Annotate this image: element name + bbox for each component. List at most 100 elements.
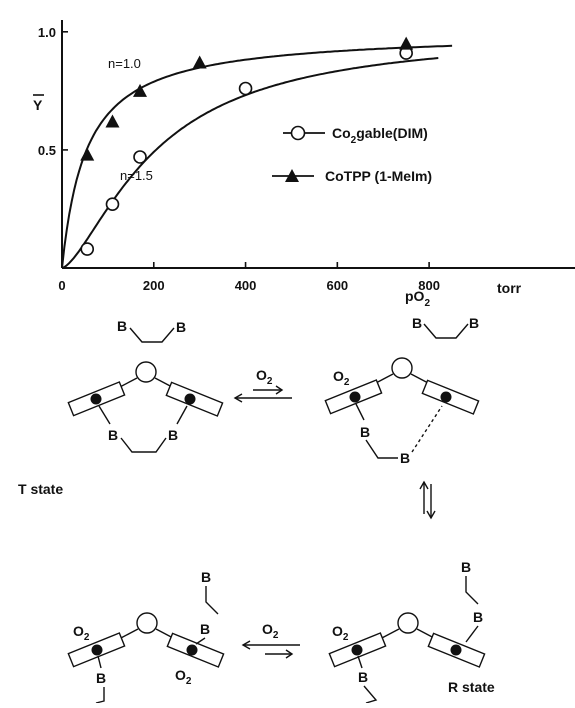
panel4-top-linker	[465, 576, 479, 605]
panel3-right-base: B	[200, 621, 210, 637]
arrowhead-up	[419, 480, 429, 490]
series-line-cotpp	[61, 44, 453, 269]
panel3-phenyl	[136, 612, 158, 634]
arrowhead-down	[426, 510, 436, 520]
panel3-bond-left	[118, 628, 139, 640]
panel3-top-linker	[205, 586, 219, 615]
legend-marker-circle	[290, 125, 306, 141]
data-point-circle	[80, 242, 95, 256]
panel4-cobalt-right	[450, 644, 462, 656]
panel4-coord-left	[357, 655, 363, 669]
data-point-circle	[105, 197, 120, 212]
data-point-triangle	[80, 147, 95, 161]
panel1-coord-right	[176, 405, 188, 425]
panel1-free-base-2: B	[176, 319, 186, 335]
r-state-label: R state	[448, 679, 495, 695]
panel3-cobalt-right	[186, 644, 198, 656]
panel3-top-base: B	[201, 569, 211, 585]
o2-label-top: O2	[256, 367, 273, 387]
y-tick-label: 0.5	[38, 143, 56, 158]
panel3-o2-left: O2	[73, 623, 90, 643]
panel2-cobalt-right	[440, 391, 452, 403]
panel3-cobalt-left	[91, 644, 103, 656]
legend-marker-triangle	[285, 169, 299, 182]
o2-label-bottom: O2	[262, 621, 279, 641]
legend-label-cotpp: CoTPP (1-MeIm)	[325, 168, 432, 184]
panel4-bottom-linker	[363, 685, 378, 704]
panel1-free-base-1: B	[117, 318, 127, 334]
panel4-bottom-base: B	[358, 669, 368, 685]
mono-oxy-structure: B B O2 B B	[324, 315, 480, 466]
panel3-o2-right: O2	[175, 667, 192, 687]
y-ticks: 0.5 1.0	[38, 25, 68, 158]
panel2-o2-label: O2	[333, 368, 350, 388]
panel3-left-base: B	[96, 670, 106, 686]
series-curves	[61, 44, 453, 269]
panel4-cobalt-left	[351, 644, 363, 656]
x-tick-label: 400	[235, 278, 257, 293]
panel2-linker	[365, 439, 398, 459]
x-tick-label: 200	[143, 278, 165, 293]
panel2-free-linker	[423, 323, 469, 339]
panel3-bottom-linker	[95, 687, 105, 704]
panel3-coord-left	[97, 655, 102, 669]
t-state-label: T state	[18, 481, 63, 497]
panel3-coord-right	[195, 637, 206, 645]
data-point-triangle	[133, 83, 148, 97]
panel1-bound-base-2: B	[168, 427, 178, 443]
panel4-phenyl	[397, 612, 419, 634]
t-state-structure: B B B B T state	[18, 318, 224, 497]
hill-plot: 0 200 400 600 800 0.5 1.0 pO2 torr Y n=1.0 n=…	[33, 20, 575, 309]
x-axis-unit: torr	[497, 280, 522, 296]
legend-label-co2gable: Co2gable(DIM)	[332, 125, 428, 146]
annotation-n2: n=1.5	[120, 168, 153, 183]
panel1-bound-base-1: B	[108, 427, 118, 443]
data-point-circle	[133, 150, 147, 164]
data-point-circle	[238, 81, 253, 96]
panel1-phenyl	[135, 361, 157, 383]
panel2-dashed-coord	[411, 405, 443, 453]
panel4-bond-left	[379, 628, 400, 640]
y-tick-label: 1.0	[38, 25, 56, 40]
equilibrium-arrows-top: O2	[233, 367, 292, 403]
data-point-triangle	[105, 114, 120, 128]
x-ticks: 0 200 400 600 800	[58, 262, 440, 293]
arrowhead-forward-top	[275, 385, 284, 395]
panel4-top-base: B	[461, 559, 471, 575]
panel2-bound-base-2: B	[400, 450, 410, 466]
panel4-coord-right	[465, 625, 479, 643]
legend: Co2gable(DIM) CoTPP (1-MeIm)	[272, 125, 432, 184]
panel1-coord-left	[98, 405, 111, 425]
annotation-n1: n=1.0	[108, 56, 141, 71]
panel2-free-base-1: B	[412, 315, 422, 331]
y-axis-label: Y	[33, 97, 43, 113]
r-state-structure: B B O2 B R state	[328, 559, 495, 704]
x-tick-label: 800	[418, 278, 440, 293]
panel1-cobalt-right	[184, 393, 196, 405]
x-tick-label: 600	[326, 278, 348, 293]
panel1-free-linker	[129, 327, 175, 343]
panel4-right-base: B	[473, 609, 483, 625]
panel4-o2-label: O2	[332, 623, 349, 643]
equilibrium-arrows-vertical	[419, 480, 436, 520]
series-markers	[80, 36, 414, 256]
di-oxy-structure: B B O2 O2 B	[67, 569, 225, 704]
arrowhead-forward-bottom	[285, 649, 294, 659]
data-point-triangle	[192, 55, 207, 69]
arrowhead-back-bottom	[241, 640, 251, 650]
x-tick-label: 0	[58, 278, 65, 293]
panel2-cobalt-left	[349, 391, 361, 403]
panel2-free-base-2: B	[469, 315, 479, 331]
equilibrium-arrows-bottom: O2	[241, 621, 300, 659]
panel2-phenyl	[391, 357, 413, 379]
panel1-bound-linker	[120, 437, 167, 453]
panel1-cobalt-left	[90, 393, 102, 405]
data-point-triangle	[399, 36, 414, 50]
panel2-coord-left	[355, 403, 365, 421]
panel2-bound-base-1: B	[360, 424, 370, 440]
arrowhead-back-top	[233, 393, 243, 403]
reaction-scheme: B B B B T state O2 B	[18, 315, 495, 704]
x-axis-label: pO2	[405, 288, 430, 309]
